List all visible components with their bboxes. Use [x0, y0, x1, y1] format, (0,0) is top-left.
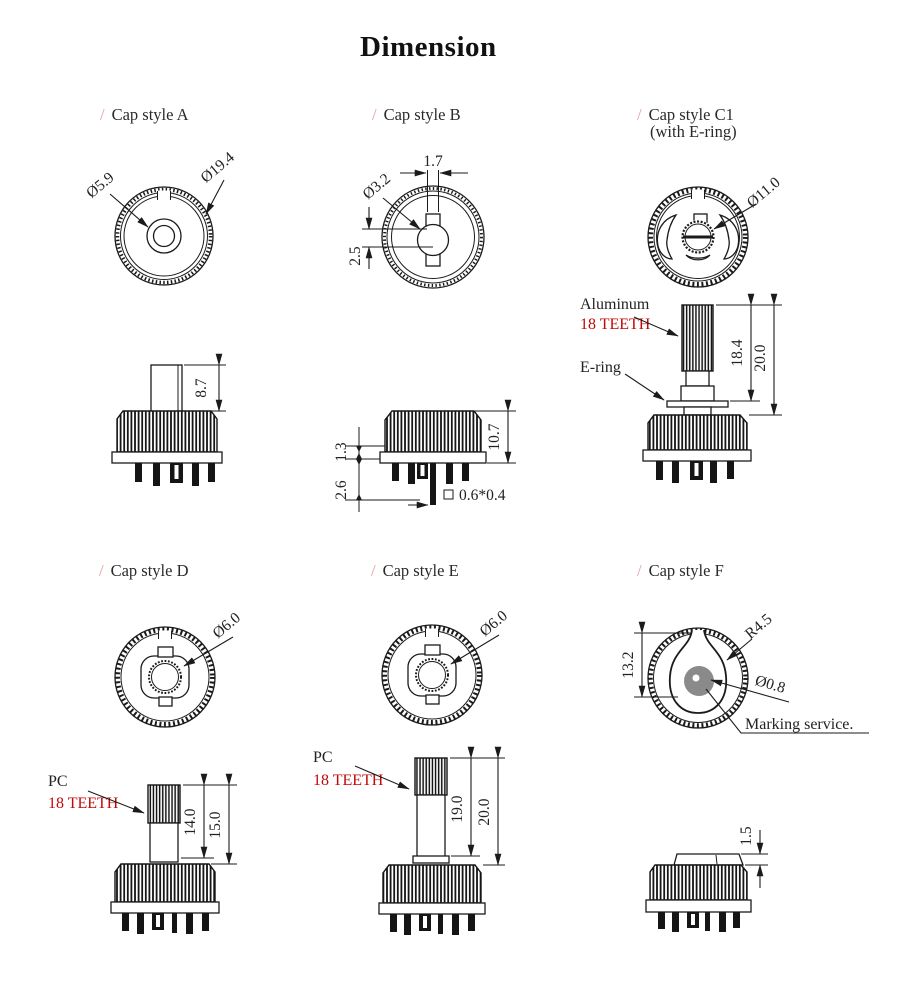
cap-c1-side-view: Aluminum 18 TEETH E-ring 18.4 20.0: [580, 293, 782, 483]
dim-b-body-height: 10.7: [486, 423, 503, 450]
dim-d-shaft-height: 14.0: [182, 808, 199, 835]
cap-c1-top-view: Ø11.0: [647, 174, 784, 288]
page-title: Dimension: [360, 31, 497, 63]
cap-b-side-view: 10.7 1.3 2.6 0.6*0.4: [333, 399, 516, 512]
caption-cap-f-label: Cap style F: [648, 561, 724, 580]
dim-d-center-diameter: Ø6.0: [210, 609, 245, 642]
caption-cap-e-label: Cap style E: [382, 561, 459, 580]
caption-cap-c1-label: Cap style C1: [648, 105, 734, 124]
cap-d-side-view: PC 18 TEETH 14.0 15.0: [48, 773, 237, 934]
slash-mark: /: [637, 105, 642, 124]
dim-a-shaft-height: 8.7: [193, 378, 210, 398]
label-c1-teeth: 18 TEETH: [580, 316, 651, 333]
cap-f-side-view: 1.5: [645, 826, 768, 932]
caption-cap-c1: / Cap style C1: [637, 105, 734, 125]
dim-f-cap-height: 1.5: [738, 826, 755, 846]
slash-mark: /: [99, 561, 104, 580]
cap-b-top-view: 1.7 Ø3.2 2.5: [347, 153, 485, 289]
dim-b-slot-width: 1.7: [423, 153, 443, 170]
dim-d-total-height: 15.0: [207, 811, 224, 838]
dim-b-center-diameter: Ø3.2: [360, 170, 394, 203]
dim-c1-ring-diameter: Ø11.0: [744, 174, 784, 211]
slash-mark: /: [372, 105, 377, 124]
caption-cap-b: / Cap style B: [372, 105, 461, 125]
label-e-teeth: 18 TEETH: [313, 772, 384, 789]
dim-f-radius: R4.5: [742, 610, 776, 642]
cap-a-side-view: 8.7: [111, 353, 226, 486]
dim-e-center-diameter: Ø6.0: [477, 607, 512, 640]
dim-b-pin-section: 0.6*0.4: [459, 487, 506, 504]
caption-cap-c1-sub: (with E-ring): [650, 122, 737, 141]
dim-e-shaft-height: 19.0: [449, 795, 466, 822]
cap-d-top-view: Ø6.0: [114, 609, 245, 728]
caption-cap-a: / Cap style A: [100, 105, 189, 125]
dim-c1-total-height: 20.0: [752, 344, 769, 371]
dim-c1-shaft-height: 18.4: [729, 339, 746, 366]
caption-cap-b-label: Cap style B: [383, 105, 461, 124]
slash-mark: /: [371, 561, 376, 580]
slash-mark: /: [637, 561, 642, 580]
caption-cap-f: / Cap style F: [637, 561, 724, 581]
dim-a-outer-diameter: Ø19.4: [198, 149, 238, 187]
dim-b-base-thickness: 1.3: [333, 442, 350, 462]
cap-f-top-view: 13.2 R4.5 Ø0.8 Marking service.: [620, 610, 869, 734]
caption-cap-d: / Cap style D: [99, 561, 189, 581]
label-c1-material: Aluminum: [580, 296, 650, 313]
cap-e-top-view: Ø6.0: [381, 607, 512, 726]
dim-e-total-height: 20.0: [476, 798, 493, 825]
label-d-teeth: 18 TEETH: [48, 795, 119, 812]
label-e-material: PC: [313, 749, 333, 766]
caption-cap-e: / Cap style E: [371, 561, 459, 581]
slash-mark: /: [100, 105, 105, 124]
dim-f-height: 13.2: [620, 651, 637, 678]
caption-cap-d-label: Cap style D: [110, 561, 189, 580]
label-d-material: PC: [48, 773, 68, 790]
cap-a-top-view: Ø5.9 Ø19.4: [83, 149, 238, 286]
dim-b-slot-length: 2.5: [347, 246, 364, 266]
caption-cap-a-label: Cap style A: [111, 105, 189, 124]
cap-e-side-view: PC 18 TEETH 19.0 20.0: [313, 746, 505, 935]
label-c1-ering: E-ring: [580, 359, 621, 376]
label-f-marking: Marking service.: [745, 716, 853, 733]
dim-b-pin-length: 2.6: [333, 480, 350, 500]
